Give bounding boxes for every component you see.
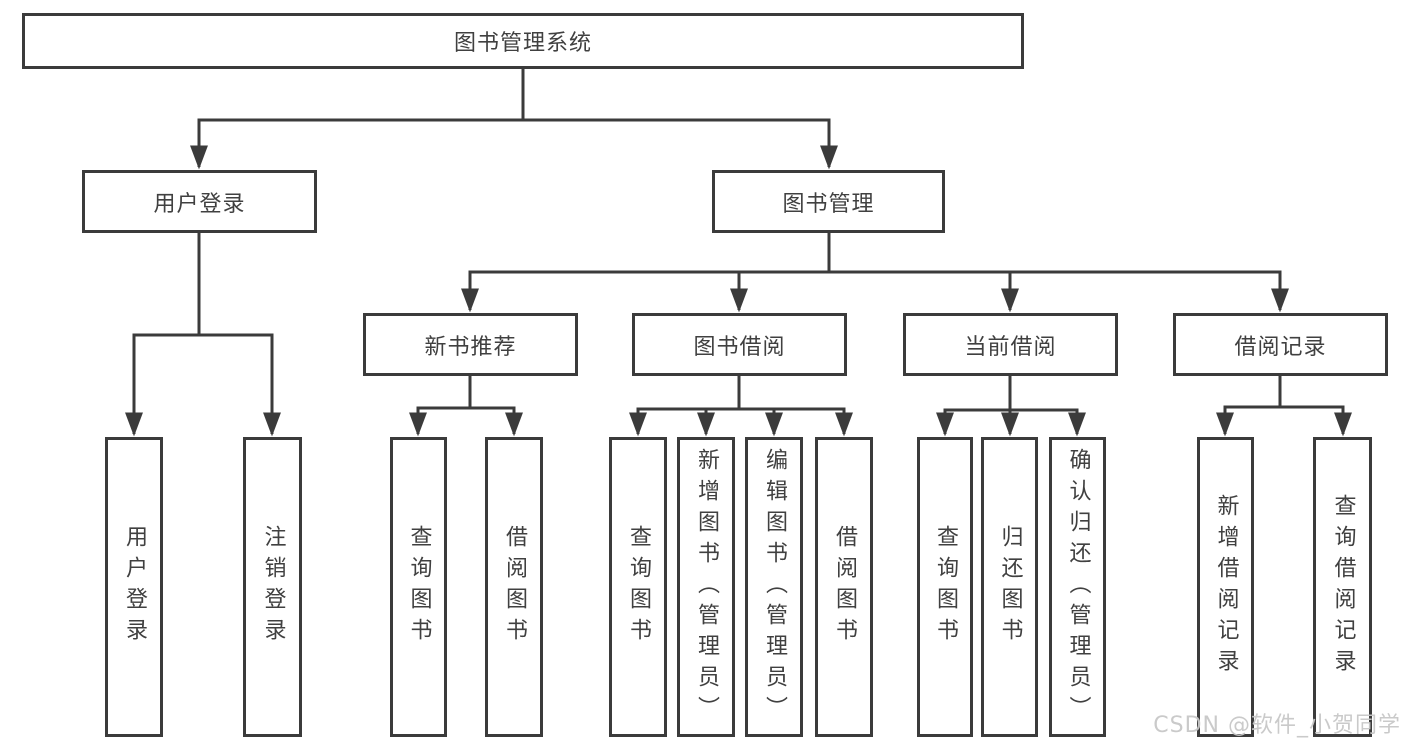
node-label: 新增借阅记录 [1213,494,1239,680]
node-new-book-recommend: 新书推荐 [363,313,578,376]
node-label: 图书管理系统 [453,31,592,56]
node-label: 新书推荐 [424,334,517,360]
node-label: 查询图书 [626,525,651,649]
node-label: 借阅图书 [832,525,857,649]
node-leaf-query-book-2: 查询图书 [609,437,667,737]
node-label: 注销登录 [260,525,286,649]
node-label: 借阅图书 [502,525,527,649]
node-leaf-logout: 注销登录 [243,437,302,737]
node-label: 编辑图书（管理员） [762,447,787,727]
connector-lines [125,69,1352,437]
node-label: 借阅记录 [1234,334,1327,360]
node-leaf-edit-book-admin: 编辑图书（管理员） [745,437,803,737]
node-label: 查询图书 [406,525,432,649]
node-book-management: 图书管理 [712,170,945,233]
node-label: 归还图书 [997,525,1023,649]
csdn-watermark: CSDN @软件_小贺同学 [1153,713,1401,738]
node-label: 用户登录 [153,191,246,217]
node-leaf-return-book: 归还图书 [981,437,1038,737]
node-leaf-query-borrow-record: 查询借阅记录 [1313,437,1372,737]
node-leaf-borrow-book-2: 借阅图书 [815,437,873,737]
node-leaf-add-book-admin: 新增图书（管理员） [677,437,735,737]
node-label: 图书管理 [782,191,875,217]
node-borrow-record: 借阅记录 [1173,313,1388,376]
node-library-management-system: 图书管理系统 [22,13,1024,69]
node-book-borrow: 图书借阅 [632,313,847,376]
node-label: 确认归还（管理员） [1065,447,1091,727]
node-leaf-query-book-3: 查询图书 [917,437,973,737]
node-leaf-query-book-1: 查询图书 [390,437,447,737]
node-label: 当前借阅 [964,334,1057,360]
node-user-login: 用户登录 [82,170,317,233]
node-current-borrow: 当前借阅 [903,313,1118,376]
node-label: 查询图书 [933,525,958,649]
node-label: 查询借阅记录 [1330,494,1356,680]
node-label: 用户登录 [122,525,147,649]
node-leaf-user-login: 用户登录 [105,437,163,737]
node-leaf-borrow-book-1: 借阅图书 [485,437,543,737]
node-leaf-confirm-return-admin: 确认归还（管理员） [1049,437,1106,737]
node-label: 新增图书（管理员） [694,447,719,727]
node-label: 图书借阅 [693,334,786,360]
node-leaf-add-borrow-record: 新增借阅记录 [1197,437,1254,737]
